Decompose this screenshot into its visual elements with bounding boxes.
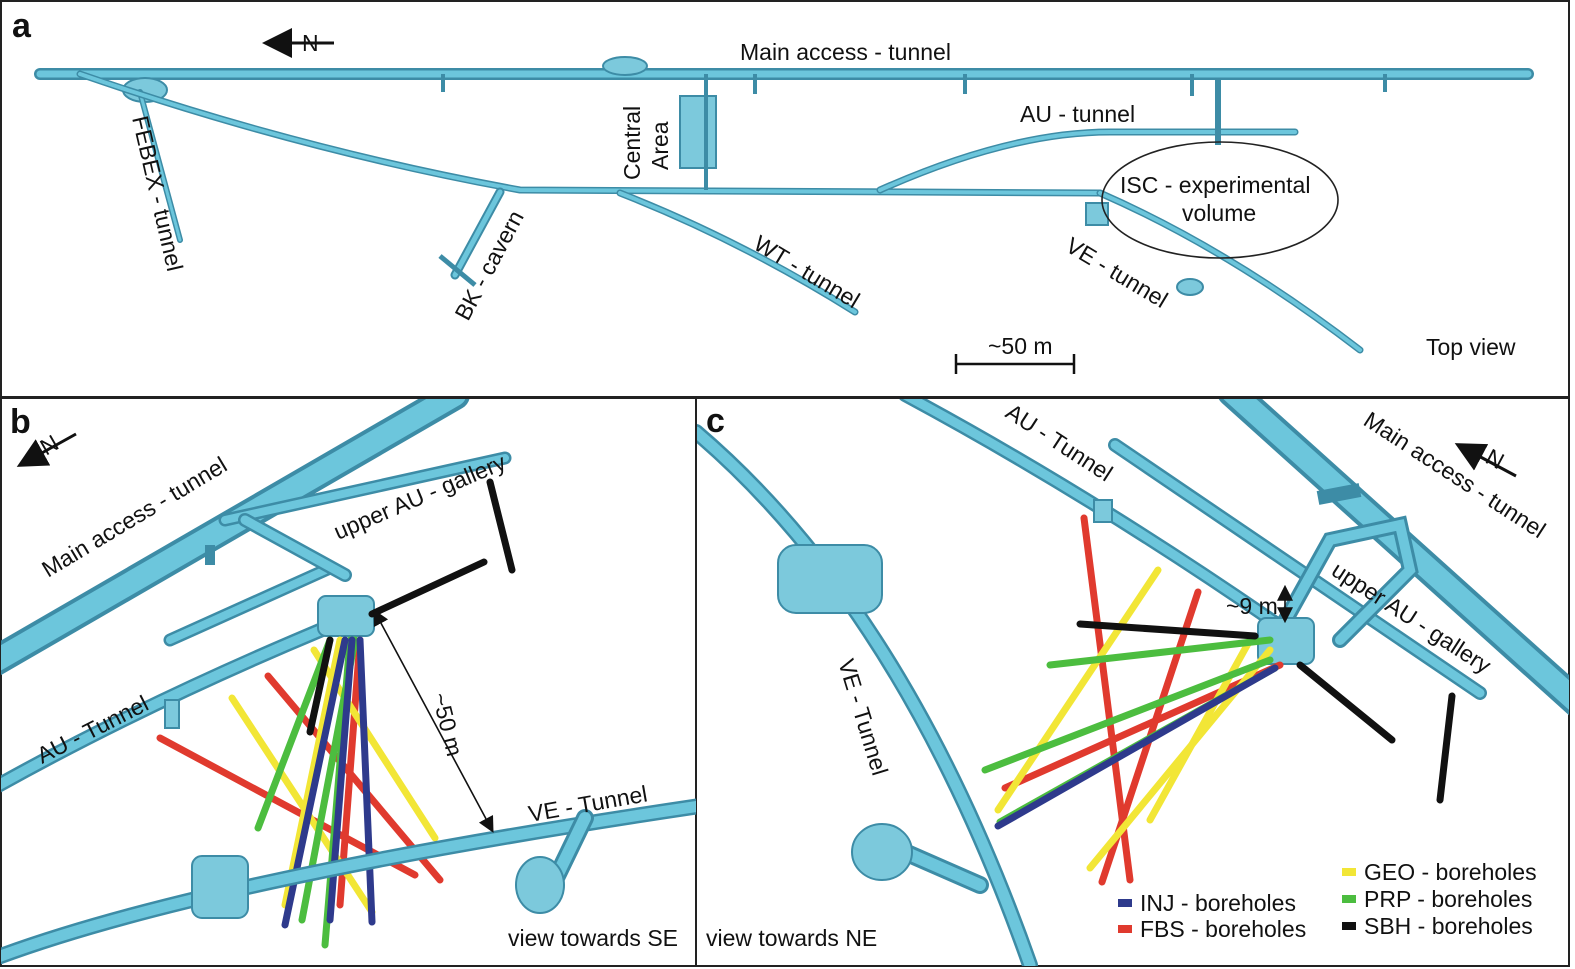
- legend-swatch-inj: [1118, 899, 1132, 907]
- label-ve: VE - tunnel: [1061, 232, 1172, 313]
- legend-label-inj: INJ - boreholes: [1140, 890, 1296, 916]
- panel-letter-a: a: [12, 7, 32, 45]
- central-area-block: [679, 95, 717, 169]
- label-central-area-1: Central: [619, 106, 645, 180]
- panel-c: N c AU - Tunnel Main access - tunnel upp…: [697, 398, 1569, 966]
- label-au-tunnel-b: AU - Tunnel: [32, 690, 152, 768]
- bk-cavern: [438, 187, 505, 287]
- legend-label-geo: GEO - boreholes: [1364, 859, 1537, 885]
- label-main-access-a: Main access - tunnel: [740, 39, 951, 65]
- label-scale: ~50 m: [988, 333, 1053, 359]
- ve-niche-c: [777, 544, 883, 614]
- label-febex: FEBEX - tunnel: [127, 113, 188, 273]
- ve-blob: [1176, 278, 1204, 296]
- distance-arrow-b: [373, 609, 494, 833]
- label-distance-c: ~9 m: [1226, 593, 1278, 619]
- north-label-a: N: [302, 30, 319, 56]
- label-main-access-b: Main access - tunnel: [37, 451, 231, 582]
- label-top-view: Top view: [1426, 334, 1516, 360]
- ve-cavern-c: [851, 823, 989, 894]
- au-junction-block-b: [317, 595, 375, 637]
- north-arrow-a: N: [262, 28, 334, 58]
- isc-volume-ellipse: [1101, 141, 1339, 259]
- legend-swatch-prp: [1342, 895, 1356, 903]
- label-isc-1: ISC - experimental: [1120, 172, 1310, 198]
- legend: INJ - boreholes FBS - boreholes GEO - bo…: [1118, 859, 1537, 942]
- boreholes-c: [981, 514, 1456, 886]
- label-distance-b: ~50 m: [427, 690, 468, 759]
- ve-niche-b: [191, 855, 249, 919]
- panel-letter-c: c: [706, 402, 725, 440]
- label-view-b: view towards SE: [508, 925, 678, 951]
- panel-b: N b Main access - tunnel upper AU - gall…: [1, 399, 696, 965]
- scale-bar: [954, 354, 1076, 374]
- label-wt: WT - tunnel: [749, 230, 864, 313]
- label-au-tunnel-a: AU - tunnel: [1020, 101, 1135, 127]
- central-tunnel: [76, 70, 1104, 197]
- label-central-area-2: Area: [647, 121, 673, 170]
- panel-letter-b: b: [10, 403, 31, 441]
- legend-swatch-sbh: [1342, 922, 1356, 930]
- main-tunnel-niches: [441, 74, 1387, 96]
- legend-swatch-fbs: [1118, 925, 1132, 933]
- label-view-c: view towards NE: [706, 925, 877, 951]
- label-isc-2: volume: [1182, 200, 1256, 226]
- panel-a: N a Main access - tunnel Central Area AU…: [12, 7, 1534, 374]
- legend-label-fbs: FBS - boreholes: [1140, 916, 1306, 942]
- legend-swatch-geo: [1342, 868, 1356, 876]
- ve-cavern-b: [515, 809, 594, 914]
- legend-label-prp: PRP - boreholes: [1364, 886, 1532, 912]
- legend-label-sbh: SBH - boreholes: [1364, 913, 1533, 939]
- label-ve-tunnel-c: VE - Tunnel: [833, 656, 893, 779]
- main-tunnel-niche-blob: [602, 56, 648, 76]
- label-au-tunnel-c: AU - Tunnel: [1001, 398, 1117, 486]
